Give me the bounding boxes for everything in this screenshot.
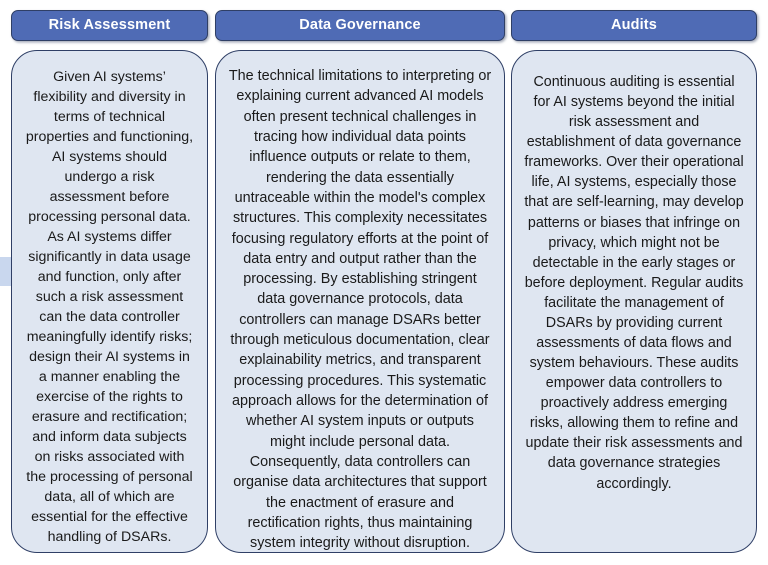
column-body-text: Continuous auditing is essential for AI … xyxy=(524,74,744,492)
column-header-label: Audits xyxy=(610,17,657,34)
column-data-governance: Data Governance The technical limitation… xyxy=(215,0,505,565)
column-risk-assessment: Risk Assessment Given AI systems’ flexib… xyxy=(11,0,208,565)
column-header-audits[interactable]: Audits xyxy=(511,10,757,41)
left-edge-marker xyxy=(0,257,11,286)
column-audits: Audits Continuous auditing is essential … xyxy=(511,0,757,565)
column-body-audits: Continuous auditing is essential for AI … xyxy=(511,50,757,553)
column-header-data-governance[interactable]: Data Governance xyxy=(215,10,505,41)
column-header-risk-assessment[interactable]: Risk Assessment xyxy=(11,10,208,41)
column-header-label: Risk Assessment xyxy=(48,17,171,34)
column-body-data-governance: The technical limitations to interpretin… xyxy=(215,50,505,553)
column-body-risk-assessment: Given AI systems’ flexibility and divers… xyxy=(11,50,208,553)
column-header-label: Data Governance xyxy=(299,17,421,34)
column-body-text: The technical limitations to interpretin… xyxy=(228,68,492,552)
column-body-text: Given AI systems’ flexibility and divers… xyxy=(25,69,194,546)
